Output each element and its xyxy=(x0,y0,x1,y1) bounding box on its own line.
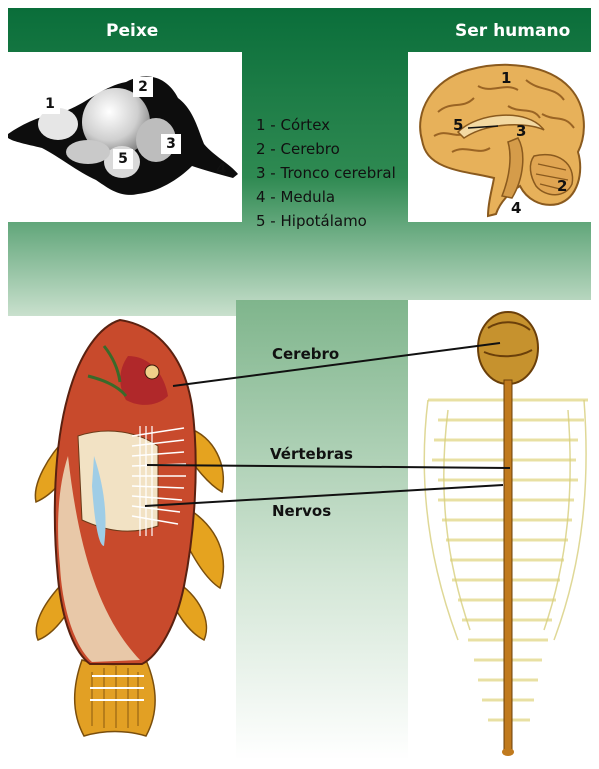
human-label-5: 5 xyxy=(453,116,463,134)
human-label-4: 4 xyxy=(511,199,521,217)
fish-label-5: 5 xyxy=(113,149,133,169)
label-nervos: Nervos xyxy=(272,502,331,520)
fish-label-4: 4 xyxy=(216,160,226,178)
fish-label-1: 1 xyxy=(40,94,60,114)
legend-item-3: 3 - Tronco cerebral xyxy=(256,161,396,185)
human-label-2: 2 xyxy=(557,177,567,195)
label-vertebras: Vértebras xyxy=(270,445,353,463)
human-brain-illustration xyxy=(408,52,591,222)
fish-body-illustration xyxy=(8,316,236,761)
legend-item-2: 2 - Cerebro xyxy=(256,137,396,161)
human-label-3: 3 xyxy=(516,122,526,140)
legend-item-4: 4 - Medula xyxy=(256,185,396,209)
human-skeleton-illustration xyxy=(408,300,591,761)
fish-brain-illustration xyxy=(8,52,242,222)
fish-header: Peixe xyxy=(106,21,158,41)
fish-label-3: 3 xyxy=(161,134,181,154)
human-header: Ser humano xyxy=(455,21,570,41)
legend-item-5: 5 - Hipotálamo xyxy=(256,209,396,233)
human-label-1: 1 xyxy=(501,69,511,87)
legend-item-1: 1 - Córtex xyxy=(256,113,396,137)
label-cerebro: Cerebro xyxy=(272,345,339,363)
fish-label-2: 2 xyxy=(133,77,153,97)
legend: 1 - Córtex 2 - Cerebro 3 - Tronco cerebr… xyxy=(256,113,396,233)
